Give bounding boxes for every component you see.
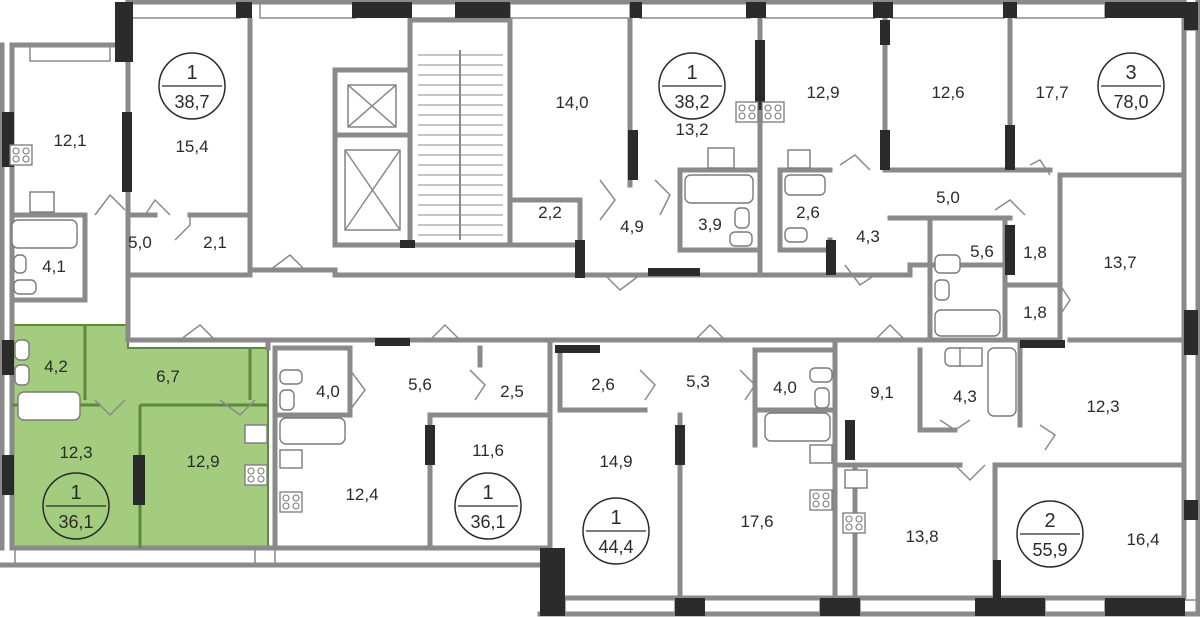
room-area: 2,6 [796, 203, 820, 222]
room-area: 13,2 [675, 120, 708, 139]
apartment-room-count: 3 [1125, 62, 1136, 84]
apartment-badge: 136,1 [42, 472, 110, 540]
room-area: 14,0 [555, 93, 588, 112]
stove-icon [809, 489, 833, 511]
room-area: 16,4 [1126, 530, 1159, 549]
room-area: 4,0 [773, 378, 797, 397]
apartment-badge: 136,1 [454, 472, 522, 540]
room-area: 12,1 [53, 131, 86, 150]
room-area: 13,7 [1103, 253, 1136, 272]
apartment-total-area: 38,2 [674, 92, 709, 112]
room-area: 9,1 [870, 383, 894, 402]
apartment-total-area: 55,9 [1032, 540, 1067, 560]
apartment-room-count: 1 [686, 62, 697, 84]
room-area: 12,4 [345, 485, 378, 504]
room-area: 4,9 [620, 217, 644, 236]
apartment-room-count: 1 [482, 482, 493, 504]
room-area: 5,6 [970, 242, 994, 261]
elevator-shafts [344, 84, 401, 231]
room-area: 13,8 [905, 527, 938, 546]
room-area: 4,2 [44, 357, 68, 376]
apartment-total-area: 78,0 [1113, 92, 1148, 112]
room-area: 5,0 [936, 188, 960, 207]
apartment-room-count: 1 [70, 482, 81, 504]
apartment-total-area: 36,1 [58, 512, 93, 532]
apartment-badge: 255,9 [1016, 500, 1084, 568]
room-area: 1,8 [1023, 303, 1047, 322]
apartment-total-area: 44,4 [598, 537, 633, 557]
room-area: 3,9 [698, 215, 722, 234]
apartment-total-area: 38,7 [174, 92, 209, 112]
stove-icons [9, 101, 866, 534]
room-area: 5,6 [408, 375, 432, 394]
room-area: 2,2 [538, 203, 562, 222]
apartment-badge: 378,0 [1097, 52, 1165, 120]
room-area-labels: 12,1 15,4 5,0 2,1 4,1 14,0 13,2 2,2 4,9 … [42, 83, 1159, 549]
room-area: 14,9 [599, 452, 632, 471]
door-swings [94, 154, 1071, 482]
room-area: 12,9 [806, 83, 839, 102]
room-area: 4,3 [953, 387, 977, 406]
stove-icon [842, 512, 866, 534]
apartment-badge: 138,2 [658, 52, 726, 120]
room-area: 17,6 [740, 512, 773, 531]
room-area: 5,0 [128, 233, 152, 252]
room-area: 15,4 [175, 137, 208, 156]
apartment-total-area: 36,1 [470, 512, 505, 532]
bathroom-fixtures [11, 147, 1017, 489]
apartment-room-count: 2 [1044, 510, 1055, 532]
stove-icon [761, 101, 785, 123]
stove-icon [9, 144, 33, 166]
stove-icon [735, 101, 759, 123]
room-area: 12,3 [1086, 397, 1119, 416]
room-area: 11,6 [472, 441, 504, 460]
room-area: 5,3 [686, 372, 710, 391]
room-area: 6,7 [156, 367, 180, 386]
room-area: 2,1 [203, 233, 227, 252]
room-area: 4,0 [316, 382, 340, 401]
apartment-room-count: 1 [186, 62, 197, 84]
room-area: 12,9 [186, 452, 219, 471]
room-area: 12,6 [931, 83, 964, 102]
room-area: 1,8 [1023, 243, 1047, 262]
room-area: 17,7 [1035, 83, 1068, 102]
apartment-badge: 144,4 [582, 497, 650, 565]
room-area: 4,1 [42, 257, 66, 276]
stove-icon [244, 464, 268, 486]
room-area: 4,3 [856, 227, 880, 246]
room-area: 2,6 [591, 375, 615, 394]
apartment-badge: 138,7 [158, 52, 226, 120]
stove-icon [279, 491, 303, 513]
room-area: 12,3 [59, 443, 92, 462]
staircase [418, 50, 503, 240]
apartment-room-count: 1 [610, 507, 621, 529]
room-area: 2,5 [500, 382, 524, 401]
